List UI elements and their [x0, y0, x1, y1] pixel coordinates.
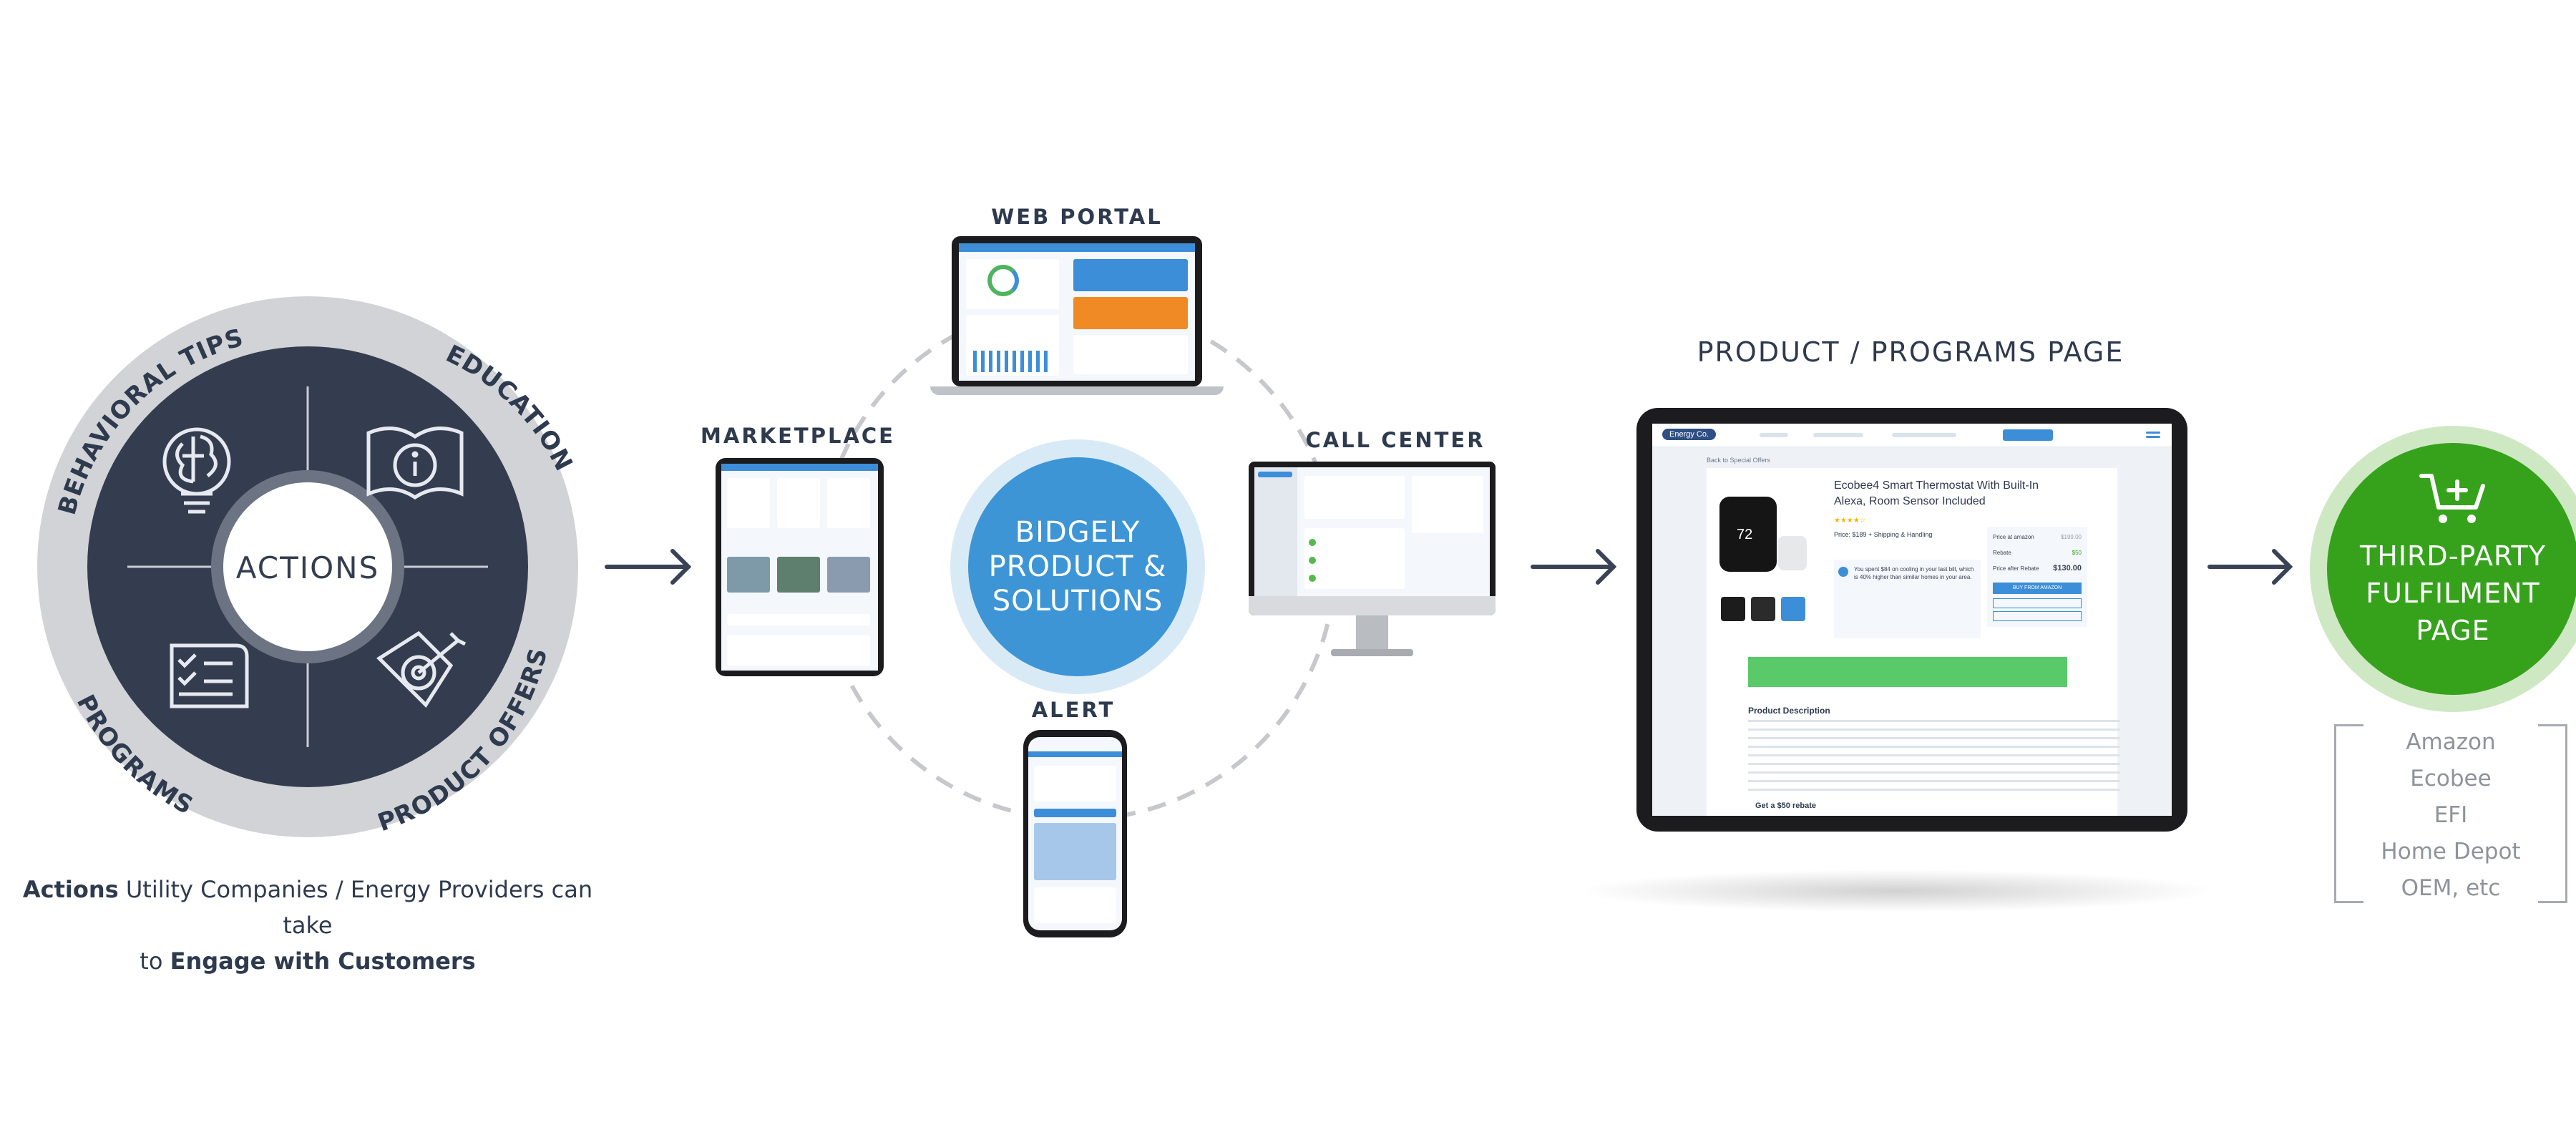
web-portal-laptop — [930, 236, 1224, 401]
marketplace-label: MARKETPLACE — [701, 424, 895, 448]
product-page-tablet: Energy Co. Back to Special Offers 72 Eco… — [1636, 408, 2187, 832]
back-link[interactable]: Back to Special Offers — [1707, 457, 1770, 464]
product-page-topbar: Energy Co. — [1652, 424, 2172, 447]
buy-from-amazon-button[interactable]: BUY FROM AMAZON — [1993, 583, 2082, 594]
actions-caption: Actions Utility Companies / Energy Provi… — [22, 876, 593, 975]
alert-label: ALERT — [1031, 698, 1116, 722]
call-center-monitor — [1249, 462, 1496, 669]
product-card: 72 Ecobee4 Smart Thermostat With Built-I… — [1707, 468, 2120, 816]
arrow-product-page-to-fulfilment — [2207, 549, 2293, 585]
fulfilment-circle: THIRD-PARTY FULFILMENT PAGE — [2327, 443, 2576, 695]
arrow-channels-to-product-page — [1531, 549, 1617, 585]
checklist-scroll-icon — [170, 643, 249, 708]
wheel-center-label: ACTIONS — [236, 550, 380, 585]
partner-list-bracket-left — [2334, 724, 2363, 903]
partner-efi: EFI — [2434, 802, 2468, 828]
info-text: You spent $84 on cooling in your last bi… — [1854, 566, 1974, 580]
price-table: Price at amazon $199.00 Rebate $50 Price… — [1987, 527, 2087, 627]
actions-wheel: ACTIONS BEHAVIORAL TIPS EDUCATION PROGRA… — [37, 296, 578, 837]
product-page-title: PRODUCT / PROGRAMS PAGE — [1697, 336, 2124, 368]
marketplace-tablet — [716, 458, 884, 676]
bidgely-hub: BIDGELY PRODUCT & SOLUTIONS — [968, 457, 1187, 676]
info-box: You spent $84 on cooling in your last bi… — [1834, 560, 1981, 638]
fulfilment-line-3: PAGE — [2416, 615, 2490, 646]
product-name: Ecobee4 Smart Thermostat With Built-In A… — [1834, 479, 2039, 507]
thermostat-image: 72 — [1719, 497, 1777, 572]
partner-ecobee: Ecobee — [2410, 766, 2492, 791]
partner-amazon: Amazon — [2406, 729, 2496, 755]
rating-stars: ★★★★☆ — [1834, 517, 1866, 525]
hub-line-3: SOLUTIONS — [992, 585, 1163, 618]
call-center-label: CALL CENTER — [1305, 428, 1485, 452]
price-tag-target-icon — [376, 630, 467, 708]
book-info-icon — [366, 427, 464, 500]
arrow-actions-to-channels — [605, 549, 692, 585]
hub-line-2: PRODUCT & — [988, 550, 1167, 583]
partner-home-depot: Home Depot — [2381, 839, 2521, 864]
web-portal-label: WEB PORTAL — [991, 205, 1163, 229]
hub-line-1: BIDGELY — [1015, 516, 1141, 549]
cart-add-icon — [2419, 474, 2485, 523]
rebate-title: Get a $50 rebate — [1755, 802, 1816, 810]
savings-banner — [1748, 657, 2067, 687]
price-line: Price: $189 + Shipping & Handling — [1834, 531, 1933, 538]
wheel-center — [223, 482, 392, 651]
fulfilment-line-2: FULFILMENT — [2366, 578, 2540, 609]
brain-bulb-icon — [162, 427, 231, 514]
alert-phone — [1023, 730, 1127, 937]
partner-list-bracket-right — [2538, 724, 2567, 903]
product-page-screen: Energy Co. Back to Special Offers 72 Eco… — [1652, 424, 2172, 816]
partner-list: Amazon Ecobee EFI Home Depot OEM, etc — [2334, 724, 2567, 903]
brand-badge: Energy Co. — [1662, 429, 1717, 440]
fulfilment-line-1: THIRD-PARTY — [2360, 540, 2546, 572]
product-page-shadow — [1574, 869, 2218, 912]
product-description-body — [1748, 720, 2120, 791]
partner-oem-etc: OEM, etc — [2401, 875, 2501, 901]
product-description-title: Product Description — [1748, 706, 1830, 716]
